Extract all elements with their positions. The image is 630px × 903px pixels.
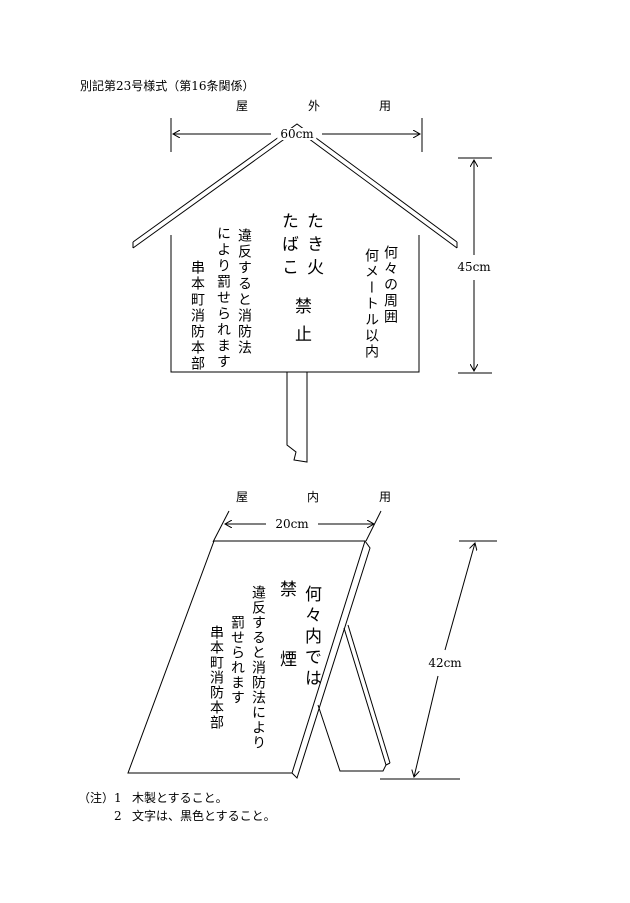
indoor-place: 何々内では bbox=[301, 585, 321, 690]
outdoor-prohibit1: 禁 bbox=[291, 297, 311, 320]
note-number: 2 bbox=[114, 809, 122, 823]
indoor-sign-board bbox=[127, 540, 391, 779]
indoor-height-label: 42cm bbox=[425, 657, 465, 669]
indoor-label-char: 用 bbox=[379, 490, 392, 504]
outdoor-height-label: 45cm bbox=[454, 261, 494, 273]
outdoor-distance-line1: 何々の周囲 bbox=[382, 245, 398, 325]
indoor-penalty-line2: 罰せられます bbox=[229, 615, 245, 705]
form-title: 別記第23号様式（第16条関係） bbox=[80, 79, 255, 93]
outdoor-penalty-line2: により罰せられます bbox=[215, 226, 231, 370]
outdoor-main-col2: たばこ bbox=[278, 212, 298, 281]
outdoor-label-char: 用 bbox=[379, 99, 392, 113]
outdoor-penalty-line1: 違反すると消防法 bbox=[236, 228, 252, 356]
note-text: 文字は、黒色とすること。 bbox=[132, 809, 276, 823]
outdoor-distance-line2: 何メートル以内 bbox=[363, 248, 379, 360]
outdoor-width-dimension bbox=[170, 118, 423, 152]
indoor-label-char: 屋 bbox=[236, 490, 249, 504]
note-number: 1 bbox=[114, 791, 122, 805]
notes-prefix: （注） bbox=[78, 791, 115, 805]
indoor-label-char: 内 bbox=[307, 490, 320, 504]
outdoor-label-char: 屋 bbox=[236, 99, 249, 113]
outdoor-issuer: 串本町消防本部 bbox=[189, 260, 205, 372]
note-text: 木製とすること。 bbox=[132, 791, 228, 805]
outdoor-label-char: 外 bbox=[308, 99, 321, 113]
indoor-penalty-line1: 違反すると消防法により bbox=[250, 585, 266, 750]
outdoor-main-col1: たき火 bbox=[303, 212, 323, 281]
outdoor-height-dimension bbox=[458, 157, 492, 374]
outdoor-width-label: 60cm bbox=[277, 128, 317, 140]
indoor-prohibit2: 煙 bbox=[276, 650, 296, 673]
indoor-width-dimension bbox=[212, 510, 382, 543]
outdoor-sign-board bbox=[132, 123, 458, 463]
outdoor-prohibit2: 止 bbox=[291, 325, 311, 348]
indoor-prohibit1: 禁 bbox=[276, 580, 296, 603]
indoor-height-dimension bbox=[380, 540, 497, 780]
indoor-issuer: 串本町消防本部 bbox=[208, 625, 224, 730]
indoor-width-label: 20cm bbox=[272, 518, 312, 530]
